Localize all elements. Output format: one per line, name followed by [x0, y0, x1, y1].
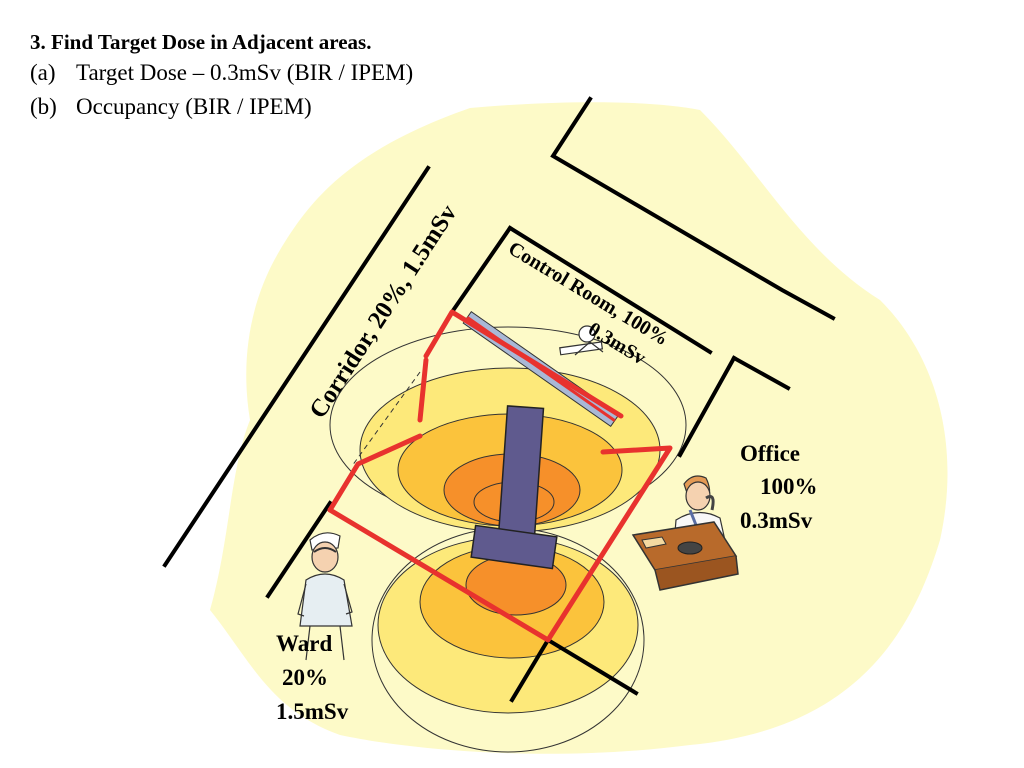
office-dose: 0.3mSv	[740, 508, 813, 533]
control-room-wall-right	[677, 355, 737, 458]
control-room-wall-left	[449, 225, 513, 315]
office-name: Office	[740, 441, 800, 466]
ward-name: Ward	[276, 631, 332, 656]
building-walls	[162, 96, 836, 703]
office-label: Office 100% 0.3mSv	[740, 441, 818, 533]
ward-label: Ward 20% 1.5mSv	[276, 631, 349, 724]
ward-wall-bottom	[545, 637, 639, 696]
corridor-wall-right	[265, 500, 333, 599]
shield-wall-upper-left	[423, 309, 624, 419]
ward-wall-lower	[509, 637, 551, 703]
control-room-wall-top	[507, 225, 713, 355]
item-b-text: Occupancy (BIR / IPEM)	[76, 94, 312, 119]
ward-occupancy: 20%	[282, 665, 328, 690]
office-wall-top	[731, 355, 791, 391]
dashed-boundary-line	[351, 371, 421, 467]
list-item-b: (b) Occupancy (BIR / IPEM)	[30, 94, 312, 120]
equipment-base	[470, 524, 558, 570]
upper-room-wall	[550, 96, 836, 321]
shield-wall-left-inner	[417, 357, 429, 423]
list-item-a: (a) Target Dose – 0.3mSv (BIR / IPEM)	[30, 60, 413, 86]
item-a-text: Target Dose – 0.3mSv (BIR / IPEM)	[76, 60, 414, 85]
item-b-number: (b)	[30, 94, 57, 119]
corridor-wall-left	[162, 165, 431, 568]
office-occupancy: 100%	[760, 474, 818, 499]
shielding-walls	[327, 309, 673, 643]
office-worker-figure	[631, 475, 739, 591]
nurse-figure	[297, 532, 353, 661]
shield-wall-bottom	[327, 445, 673, 643]
control-operator-figure	[559, 325, 604, 356]
ward-dose: 1.5mSv	[276, 699, 349, 724]
shield-wall-lower-left	[327, 433, 423, 513]
page-title: 3. Find Target Dose in Adjacent areas.	[30, 30, 372, 54]
item-a-number: (a)	[30, 60, 56, 85]
